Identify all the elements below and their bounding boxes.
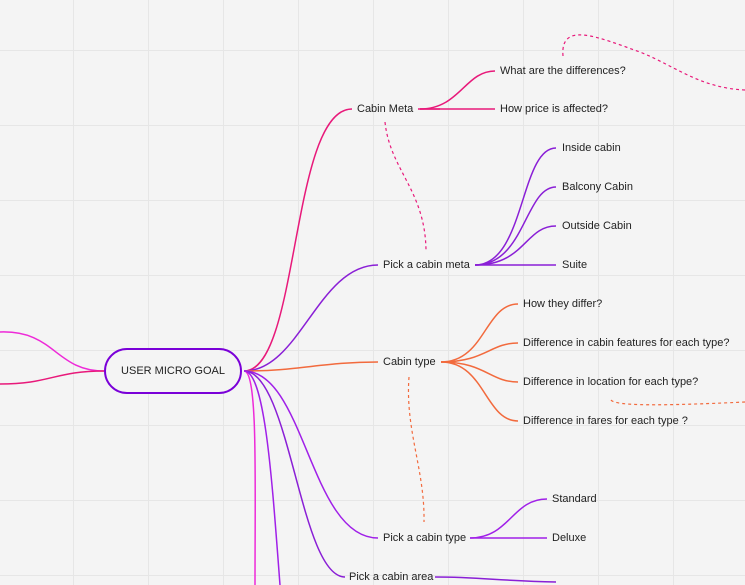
connector-type-fares (440, 361, 519, 422)
node-difference-in-location[interactable]: Difference in location for each type? (523, 376, 699, 388)
node-balcony-cabin[interactable]: Balcony Cabin (562, 181, 633, 193)
node-difference-in-cabin-features[interactable]: Difference in cabin features for each ty… (523, 337, 730, 349)
connector-type-features (440, 342, 519, 363)
dashed-link-right-curve (610, 399, 745, 406)
node-suite[interactable]: Suite (562, 259, 588, 271)
node-difference-in-fares[interactable]: Difference in fares for each type ? (523, 415, 688, 427)
connector-pick-type-standard (469, 498, 548, 539)
connector-root-pick-cabin-meta (243, 264, 379, 372)
node-how-price-is-affected[interactable]: How price is affected? (500, 103, 609, 115)
connector-root-cabin-type (243, 361, 379, 372)
root-node-user-micro-goal[interactable]: USER MICRO GOAL (104, 348, 242, 394)
connector-meta-outside (474, 225, 557, 266)
dashed-link-meta-to-pick-meta (384, 121, 427, 251)
connector-left-upper (0, 331, 105, 372)
connector-type-differ (440, 303, 519, 363)
connector-root-down-2 (243, 370, 281, 585)
node-cabin-type[interactable]: Cabin type (383, 356, 436, 368)
node-what-are-the-differences[interactable]: What are the differences? (500, 65, 626, 77)
node-how-they-differ[interactable]: How they differ? (523, 298, 603, 310)
node-pick-a-cabin-area[interactable]: Pick a cabin area (349, 571, 434, 583)
connector-root-pick-cabin-type (243, 370, 379, 539)
node-cabin-meta[interactable]: Cabin Meta (357, 103, 414, 115)
dashed-link-type-to-pick-type (407, 376, 425, 523)
node-outside-cabin[interactable]: Outside Cabin (562, 220, 632, 232)
node-deluxe[interactable]: Deluxe (552, 532, 587, 544)
connector-root-down-1 (243, 370, 257, 585)
connector-type-location (440, 361, 519, 383)
connector-meta-inside (474, 147, 557, 266)
node-pick-a-cabin-meta[interactable]: Pick a cabin meta (383, 259, 470, 271)
node-pick-a-cabin-type[interactable]: Pick a cabin type (383, 532, 467, 544)
connector-root-cabin-meta (243, 108, 353, 372)
connector-pick-area-child (434, 576, 557, 583)
connector-cabin-meta-differences (419, 70, 496, 110)
connector-root-pick-cabin-area (243, 370, 346, 578)
node-standard[interactable]: Standard (552, 493, 597, 505)
dashed-link-top-curve (562, 34, 745, 91)
node-inside-cabin[interactable]: Inside cabin (562, 142, 621, 154)
connector-left-lower (0, 370, 105, 385)
connector-meta-balcony (474, 186, 557, 266)
root-node-label: USER MICRO GOAL (121, 365, 225, 377)
